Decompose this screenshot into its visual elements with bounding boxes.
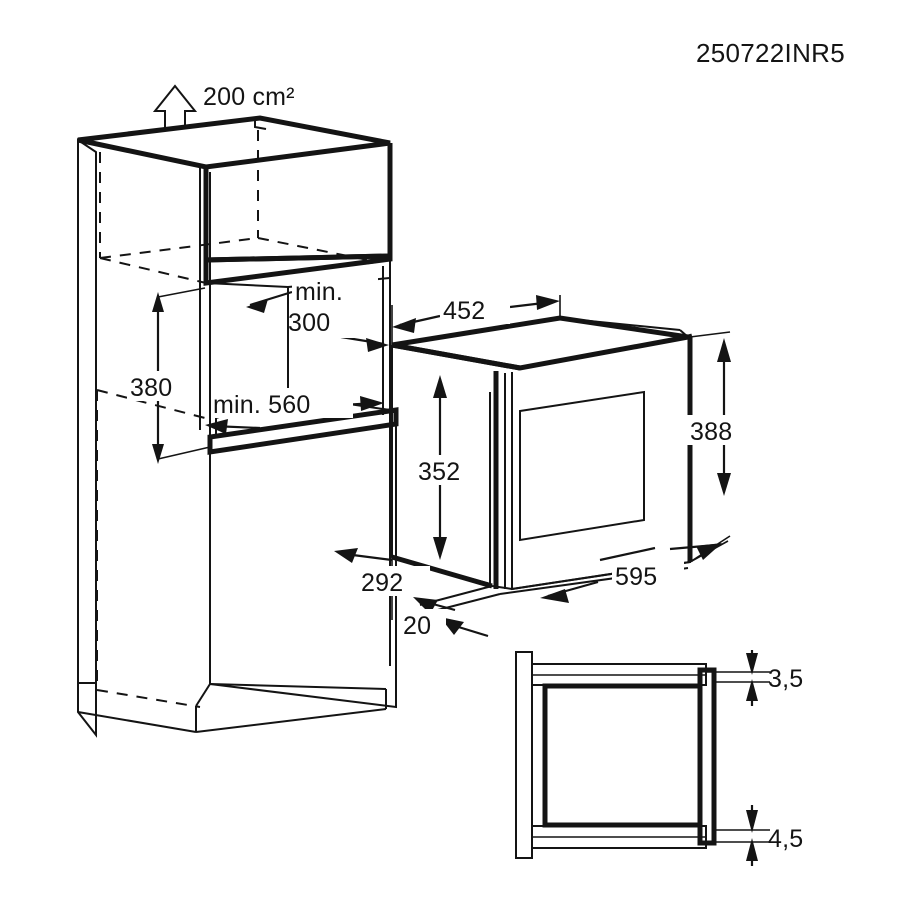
- cabinet-plinth-top-edge: [209, 683, 387, 690]
- dimension-20: 20: [400, 609, 489, 640]
- cabinet-left-side-panel: [77, 138, 97, 738]
- dim-380-ext-top: [157, 287, 206, 298]
- dim-452-arrowhead-left: [392, 318, 416, 333]
- dim-352-text-bg: [415, 455, 483, 485]
- dim-380-arrowhead-bottom: [152, 444, 164, 464]
- dim-380-label: 380: [130, 374, 172, 402]
- dim-595-leader-right2: [669, 543, 717, 551]
- dim-20-label: 20: [403, 612, 431, 640]
- dim-300-label-value: 300: [288, 309, 330, 337]
- dim-595-label: 595: [615, 563, 657, 591]
- dimension-min-560: min. 560: [205, 388, 384, 434]
- dim-352-label: 352: [418, 458, 460, 486]
- detail-door-panel: [697, 667, 717, 846]
- dim-595-arrowhead-left: [540, 589, 569, 603]
- appliance-door-window: [519, 390, 645, 542]
- dimension-595: 595: [540, 540, 729, 603]
- dim-388-label: 388: [690, 418, 732, 446]
- dim-380-text-bg: [127, 371, 195, 401]
- ventilation-label: 200 cm²: [203, 83, 295, 111]
- dim-352-arrowhead-bottom: [433, 537, 447, 560]
- dimension-380: 380: [127, 287, 211, 464]
- dimension-388: 388: [687, 331, 759, 563]
- dim-595-leader-right: [599, 546, 656, 562]
- appliance-base-left-link: [491, 585, 513, 590]
- appliance-left-bottom-thick: [391, 554, 493, 589]
- dim-452-arrowhead-right: [536, 295, 560, 310]
- dimension-452: 452: [391, 294, 561, 345]
- dim-20-text-bg: [400, 609, 446, 639]
- dim-380-arrowhead-top: [152, 292, 164, 312]
- dim-595-text-bg: [612, 560, 684, 590]
- ventilation-callout: 200 cm²: [152, 83, 295, 129]
- dim-388-text-bg: [687, 415, 759, 445]
- appliance-top-rear-edge: [559, 317, 681, 331]
- drawing-title: 250722INR5: [696, 38, 845, 68]
- hidden-line-lower-bottom-slope: [96, 689, 201, 708]
- cabinet-toekick-left-notch: [77, 682, 96, 712]
- dim-352-arrowhead-top: [433, 375, 447, 398]
- cabinet-toekick-bottom-left: [77, 711, 197, 733]
- dim-560-arrowhead-right: [360, 396, 384, 411]
- dim-388-ext-top: [689, 331, 731, 338]
- dimension-352: 352: [415, 375, 483, 560]
- dim-380-ext-bottom: [157, 446, 211, 460]
- dim-292-label: 292: [361, 569, 403, 597]
- dimension-3-5: 3,5: [746, 650, 803, 706]
- dim-388-arrowhead-bottom: [717, 473, 731, 496]
- dim-300-arrowhead-left: [246, 299, 268, 313]
- dim-35-arrowhead-bottom: [746, 679, 758, 701]
- cabinet-toekick-bottom-front: [195, 708, 387, 733]
- dim-292-text-bg: [358, 566, 430, 596]
- dim-300-leader-left: [249, 290, 293, 307]
- dim-300-text-bg: [292, 276, 378, 338]
- dim-300-label-min: min.: [295, 278, 343, 306]
- dim-560-arrowhead-left: [205, 419, 228, 434]
- hidden-line-upper-bottom-rear: [99, 237, 259, 259]
- detail-cabinet-side-bar: [515, 651, 533, 859]
- dim-452-text-bg: [440, 294, 510, 324]
- dimension-292: 292: [334, 548, 456, 620]
- hidden-line-upper-bottom-left: [99, 257, 207, 284]
- dim-300-arrowhead-right: [366, 338, 389, 352]
- dim-292-arrowhead-left: [334, 548, 358, 563]
- dim-45-label: 4,5: [768, 825, 803, 853]
- dim-560-label: min. 560: [213, 391, 311, 419]
- appliance-top-left-thick: [391, 342, 521, 371]
- cabinet-toekick-bevel: [195, 683, 211, 707]
- dim-45-arrowhead-bottom: [746, 838, 758, 861]
- front-frame-detail-view: [515, 651, 770, 859]
- dim-452-label: 452: [443, 297, 485, 325]
- dim-35-label: 3,5: [768, 665, 803, 693]
- dim-560-text-bg: [211, 388, 353, 418]
- appliance-top-bevel: [679, 329, 689, 338]
- dim-35-arrowhead-top: [746, 653, 758, 675]
- cabinet-top-notch: [254, 118, 267, 130]
- dim-388-arrowhead-top: [717, 338, 731, 362]
- dim-45-arrowhead-top: [746, 810, 758, 833]
- dimension-min-300: min. 300: [246, 276, 389, 352]
- detail-top-rail: [531, 663, 707, 686]
- niche-ceiling-front-edge: [205, 282, 289, 288]
- dimension-4-5: 4,5: [746, 805, 803, 866]
